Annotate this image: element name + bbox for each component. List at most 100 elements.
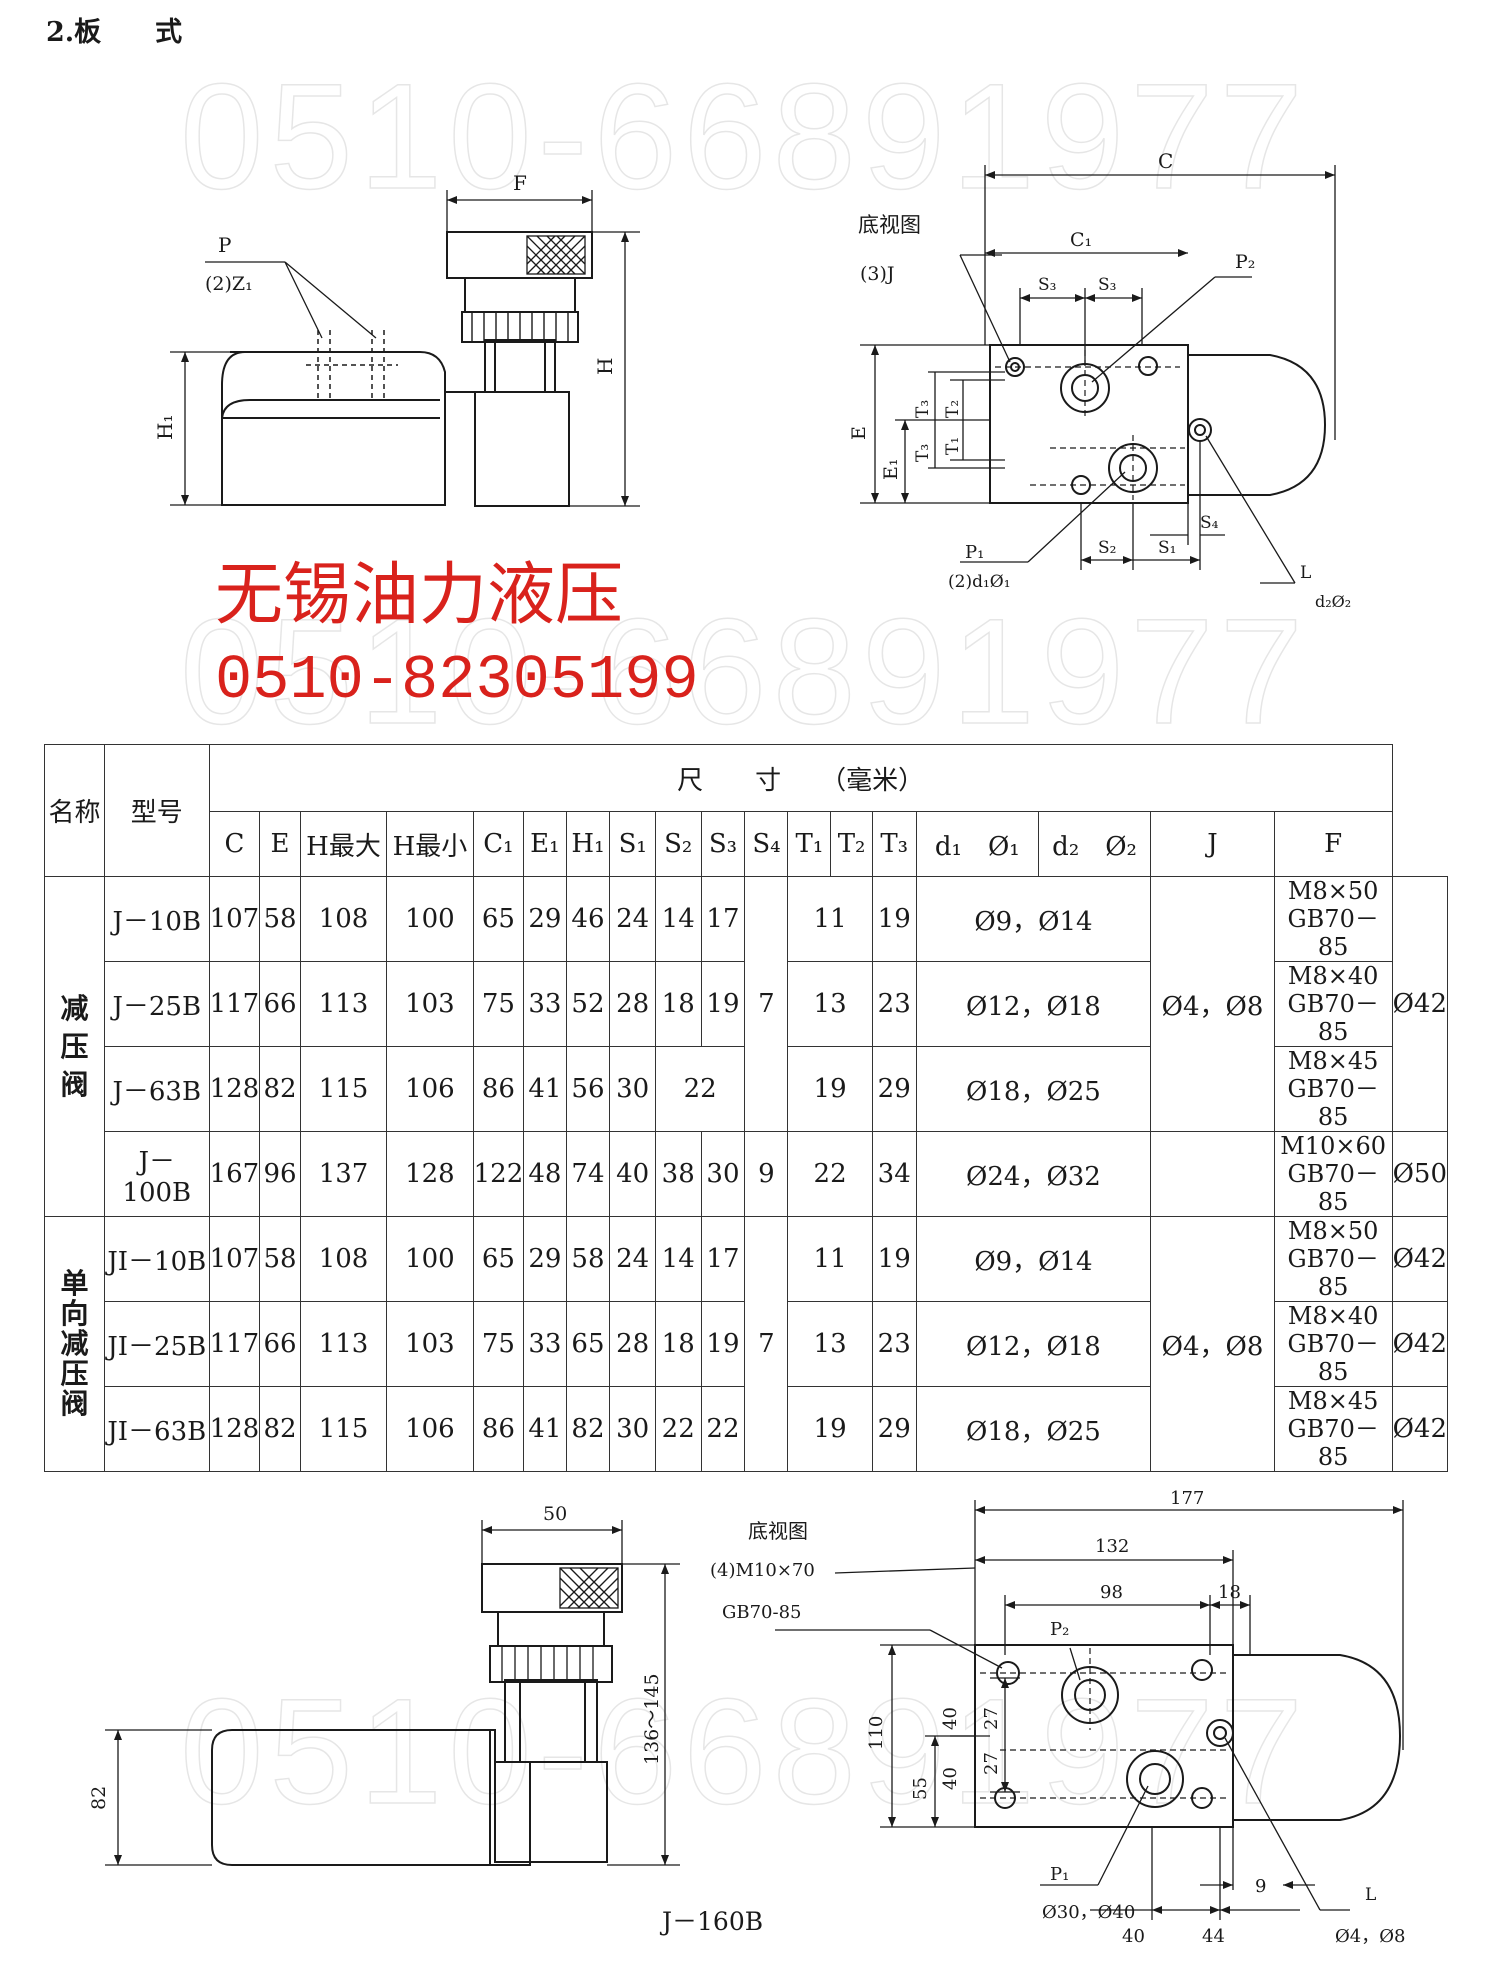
cell: 75 [472, 1301, 525, 1387]
header-dimensions: 尺 寸 （毫米） [208, 744, 1393, 812]
cell: 19 [871, 1216, 917, 1302]
group-reducing-valve: 减压阀 [60, 991, 89, 1101]
dimension-table: 名称 型号 尺 寸 （毫米） C E H最大 H最小 C₁ E₁ H₁ S₁ S… [44, 744, 1449, 1472]
cell-J-line2: GB70－85 [1287, 990, 1379, 1046]
label-40a: 40 [940, 1707, 961, 1730]
section-title: 2.板 式 [46, 17, 183, 48]
cell: 117 [208, 1301, 261, 1387]
cell: Ø4，Ø8 [1150, 876, 1275, 1132]
cell: 103 [386, 1301, 474, 1387]
label-gb70: GB70-85 [722, 1602, 802, 1623]
cell: 113 [299, 961, 388, 1047]
label-98: 98 [1100, 1582, 1123, 1603]
cell: 22 [700, 1386, 746, 1472]
header-name: 名称 [44, 744, 105, 877]
col-J: J [1150, 811, 1275, 877]
cell: 19 [787, 1046, 873, 1132]
company-name: 无锡油力液压 [215, 556, 624, 635]
table-row: 单向减压阀 JI－10B 107 58 108 100 65 29 58 24 … [44, 1216, 1449, 1472]
valve-bottom-view-diagram: 底视图 C C₁ (3)J P₂ S₃ S₃ E E₁ T₃ T₂ T₃ T₁ … [848, 149, 1351, 611]
cell-model: JI－63B [104, 1386, 210, 1472]
label-C1: C₁ [1070, 229, 1092, 251]
cell: 41 [523, 1046, 567, 1132]
cell: 113 [299, 1301, 388, 1387]
cell: 24 [609, 1216, 656, 1302]
cell: 108 [299, 876, 388, 962]
label-110: 110 [866, 1716, 887, 1750]
label-p1-diameter: Ø30，Ø40 [1042, 1902, 1135, 1923]
label-P: P [218, 233, 231, 257]
cell: 48 [523, 1131, 567, 1217]
valve-side-view-diagram: F P (2)Z₁ H H₁ [153, 171, 640, 507]
cell-J-line2: GB70－85 [1287, 905, 1379, 961]
cell: 82 [565, 1386, 611, 1472]
label-F: F [513, 171, 527, 195]
label-bottom-view: 底视图 [748, 1519, 808, 1543]
cell: 13 [787, 961, 873, 1047]
cell: 58 [565, 1216, 611, 1302]
label-l-diameter: Ø4，Ø8 [1335, 1926, 1405, 1947]
watermark: 0510-66891977 [179, 586, 1310, 756]
cell: Ø42 [1391, 876, 1449, 1132]
cell: 33 [523, 961, 567, 1047]
cell: Ø18，Ø25 [915, 1386, 1152, 1472]
label-44: 44 [1202, 1926, 1225, 1947]
cell-J-line2: GB70－85 [1287, 1245, 1379, 1301]
col-T1: T₁ [787, 811, 832, 877]
cell: 107 [208, 1216, 261, 1302]
label-9: 9 [1255, 1876, 1266, 1897]
cell: 96 [259, 1131, 301, 1217]
cell: 22 [787, 1131, 873, 1217]
col-F: F [1273, 811, 1393, 877]
cell: 29 [871, 1046, 917, 1132]
cell: 14 [654, 1216, 702, 1302]
cell: 100 [386, 1216, 474, 1302]
cell: 66 [259, 961, 301, 1047]
label-S1: S₁ [1158, 538, 1176, 558]
table-row: J－100B 167 96 137 128 122 48 74 40 38 30… [45, 1131, 1449, 1217]
j160b-bottom-view-diagram: 底视图 177 132 98 18 (4)M10×70 GB70-85 P₂ 1… [710, 1488, 1405, 1947]
label-H: H [593, 358, 617, 375]
cell: 82 [259, 1046, 301, 1132]
table-row: JI－25B 117 66 113 103 75 33 65 28 18 19 … [45, 1301, 1449, 1387]
label-18: 18 [1218, 1582, 1241, 1603]
cell: 23 [871, 1301, 917, 1387]
cell: 30 [700, 1131, 746, 1217]
cell: Ø42 [1391, 1216, 1449, 1302]
cell: Ø9，Ø14 [915, 876, 1152, 962]
cell: 18 [654, 961, 702, 1047]
col-d1: d₁ Ø₁ [915, 811, 1039, 877]
label-bottom-view: 底视图 [858, 213, 921, 237]
table-row: J－25B 117 66 113 103 75 33 52 28 18 19 1… [45, 961, 1448, 1047]
cell: Ø12，Ø18 [915, 961, 1152, 1047]
label-40b: 40 [940, 1767, 961, 1790]
label-J: (3)J [860, 263, 895, 285]
cell: 167 [208, 1131, 261, 1217]
label-L: L [1300, 563, 1311, 583]
cell: 65 [472, 1216, 525, 1302]
cell-model: J－25B [104, 961, 210, 1047]
label-P2: P₂ [1235, 251, 1255, 273]
cell: Ø42 [1391, 1386, 1449, 1472]
cell: 22 [654, 1386, 702, 1472]
label-P1: P₁ [965, 542, 984, 563]
label-55: 55 [910, 1777, 931, 1800]
cell: 38 [654, 1131, 702, 1217]
cell-J-line2: GB70－85 [1287, 1415, 1379, 1471]
col-C: C [208, 811, 261, 877]
cell: Ø12，Ø18 [915, 1301, 1152, 1387]
cell [1150, 1131, 1275, 1217]
j160b-side-view-diagram: 50 136～145 82 J－160B [88, 1503, 763, 1936]
cell: 40 [609, 1131, 656, 1217]
col-S4: S₄ [744, 811, 789, 877]
table-row: JI－63B 128 82 115 106 86 41 82 30 22 22 … [45, 1386, 1449, 1472]
cell: 34 [871, 1131, 917, 1217]
label-S3a: S₃ [1038, 275, 1056, 295]
cell: 19 [787, 1386, 873, 1472]
cell: Ø18，Ø25 [915, 1046, 1152, 1132]
label-50: 50 [543, 1503, 567, 1525]
